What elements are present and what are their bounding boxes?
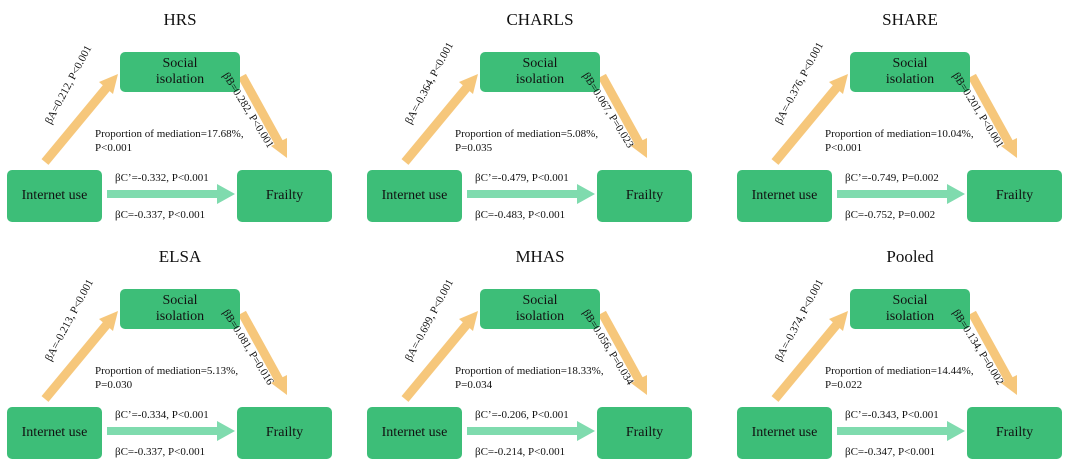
internet-use-label: Internet use [381, 188, 448, 203]
internet-use-label: Internet use [751, 188, 818, 203]
arrow-internet-to-frailty [837, 421, 965, 441]
path-c-prime-coefficient: βC’=-0.749, P=0.002 [845, 172, 939, 184]
proportion-of-mediation: Proportion of mediation=5.13%, P=0.030 [95, 365, 239, 391]
arrow-social-to-frailty [238, 310, 287, 395]
frailty-box: Frailty [597, 407, 692, 459]
arrows [771, 310, 1017, 441]
social-label-line1: Social [892, 293, 928, 308]
internet-use-label: Internet use [381, 425, 448, 440]
arrow-social-to-frailty [598, 73, 647, 158]
internet-use-box: Internet use [367, 407, 462, 459]
path-c-coefficient: βC=-0.337, P<0.001 [115, 446, 206, 458]
social-isolation-box: Social isolation [480, 52, 600, 92]
arrow-internet-to-social [401, 311, 478, 402]
internet-use-box: Internet use [7, 407, 102, 459]
frailty-box: Frailty [967, 170, 1062, 222]
frailty-label: Frailty [625, 188, 664, 203]
arrow-internet-to-frailty [837, 184, 965, 204]
path-c-prime-coefficient: βC’=-0.332, P<0.001 [115, 172, 209, 184]
panel-title: CHARLS [506, 10, 574, 29]
path-c-coefficient: βC=-0.214, P<0.001 [475, 446, 566, 458]
panel-title: MHAS [515, 247, 565, 266]
panel-title: Pooled [886, 247, 934, 266]
arrows [401, 310, 647, 441]
social-label-line2: isolation [885, 309, 935, 324]
social-label-line1: Social [522, 56, 558, 71]
panel-title: HRS [163, 10, 197, 29]
mediation-panel-mhas: MHAS Social isolation Internet use Frail… [365, 237, 715, 462]
arrow-internet-to-social [41, 311, 118, 402]
path-c-coefficient: βC=-0.347, P<0.001 [845, 446, 936, 458]
path-c-prime-coefficient: βC’=-0.334, P<0.001 [115, 409, 209, 421]
social-label-line1: Social [162, 56, 198, 71]
arrows [771, 73, 1017, 204]
mediation-panel-pooled: Pooled Social isolation Internet use Fra… [735, 237, 1080, 462]
internet-use-label: Internet use [21, 425, 88, 440]
internet-use-box: Internet use [7, 170, 102, 222]
arrow-internet-to-frailty [107, 184, 235, 204]
frailty-label: Frailty [265, 188, 304, 203]
internet-use-box: Internet use [737, 170, 832, 222]
arrows [401, 73, 647, 204]
arrows [41, 73, 287, 204]
social-label-line1: Social [892, 56, 928, 71]
arrow-internet-to-frailty [467, 421, 595, 441]
arrow-internet-to-social [401, 74, 478, 165]
social-label-line2: isolation [515, 309, 565, 324]
mediation-panel-hrs: HRS Social isolation Internet use Frailt… [5, 0, 355, 225]
arrow-social-to-frailty [238, 73, 287, 158]
arrow-internet-to-social [41, 74, 118, 165]
frailty-box: Frailty [237, 170, 332, 222]
social-label-line2: isolation [885, 72, 935, 87]
frailty-label: Frailty [265, 425, 304, 440]
path-c-coefficient: βC=-0.337, P<0.001 [115, 209, 206, 221]
social-isolation-box: Social isolation [120, 289, 240, 329]
panel-title: ELSA [158, 247, 202, 266]
frailty-label: Frailty [995, 425, 1034, 440]
arrow-internet-to-social [771, 311, 848, 402]
proportion-of-mediation: Proportion of mediation=14.44%, P=0.022 [825, 365, 974, 391]
social-isolation-box: Social isolation [850, 52, 970, 92]
proportion-of-mediation: Proportion of mediation=18.33%, P=0.034 [455, 365, 604, 391]
path-c-coefficient: βC=-0.752, P=0.002 [845, 209, 936, 221]
frailty-label: Frailty [625, 425, 664, 440]
frailty-box: Frailty [967, 407, 1062, 459]
arrow-internet-to-social [771, 74, 848, 165]
panel-title: SHARE [882, 10, 938, 29]
path-c-prime-coefficient: βC’=-0.479, P<0.001 [475, 172, 569, 184]
social-isolation-box: Social isolation [850, 289, 970, 329]
social-label-line2: isolation [155, 72, 205, 87]
path-c-coefficient: βC=-0.483, P<0.001 [475, 209, 566, 221]
arrow-social-to-frailty [968, 73, 1017, 158]
arrow-social-to-frailty [598, 310, 647, 395]
mediation-panel-charls: CHARLS Social isolation Internet use Fra… [365, 0, 715, 225]
arrow-social-to-frailty [968, 310, 1017, 395]
proportion-of-mediation: Proportion of mediation=10.04%, P<0.001 [825, 128, 974, 154]
path-c-prime-coefficient: βC’=-0.206, P<0.001 [475, 409, 569, 421]
arrow-internet-to-frailty [107, 421, 235, 441]
social-label-line2: isolation [515, 72, 565, 87]
frailty-box: Frailty [597, 170, 692, 222]
social-isolation-box: Social isolation [120, 52, 240, 92]
frailty-label: Frailty [995, 188, 1034, 203]
frailty-box: Frailty [237, 407, 332, 459]
internet-use-box: Internet use [367, 170, 462, 222]
mediation-panel-elsa: ELSA Social isolation Internet use Frail… [5, 237, 355, 462]
social-isolation-box: Social isolation [480, 289, 600, 329]
social-label-line2: isolation [155, 309, 205, 324]
path-c-prime-coefficient: βC’=-0.343, P<0.001 [845, 409, 939, 421]
internet-use-box: Internet use [737, 407, 832, 459]
proportion-of-mediation: Proportion of mediation=17.68%, P<0.001 [95, 128, 244, 154]
proportion-of-mediation: Proportion of mediation=5.08%, P=0.035 [455, 128, 599, 154]
social-label-line1: Social [522, 293, 558, 308]
internet-use-label: Internet use [21, 188, 88, 203]
mediation-panel-share: SHARE Social isolation Internet use Frai… [735, 0, 1080, 225]
arrows [41, 310, 287, 441]
arrow-internet-to-frailty [467, 184, 595, 204]
social-label-line1: Social [162, 293, 198, 308]
internet-use-label: Internet use [751, 425, 818, 440]
